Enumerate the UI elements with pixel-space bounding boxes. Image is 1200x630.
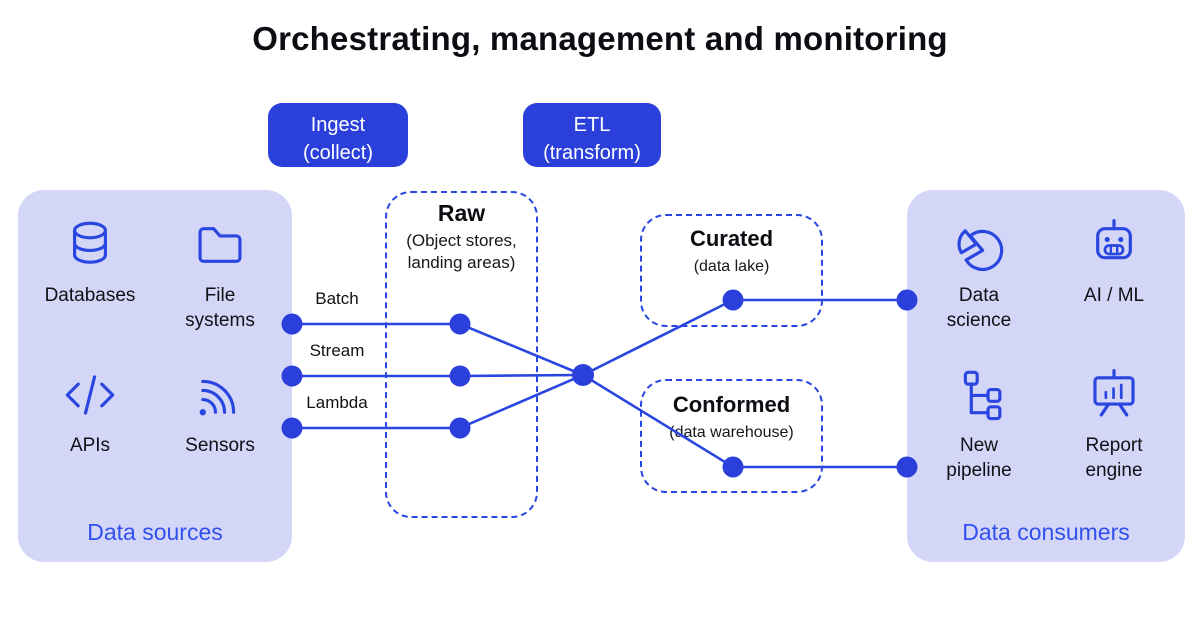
conformed-zone-title: Conformed	[672, 392, 791, 417]
ingest-stage-label-line2: (collect)	[302, 142, 373, 164]
source-label-file-systems: File systems	[185, 285, 255, 332]
consumer-label-report-engine: Report engine	[1085, 435, 1143, 482]
pipeline-icon	[963, 370, 1002, 421]
source-item-apis: APIs	[26, 366, 154, 458]
curated-zone-title: Curated	[689, 226, 774, 251]
etl-stage-label-line2: (transform)	[543, 142, 641, 164]
data-consumers-panel: Data science AI / ML New pipeline	[907, 190, 1185, 562]
code-icon	[65, 375, 115, 415]
source-label-databases: Databases	[44, 285, 136, 306]
page-title: Orchestrating, management and monitoring	[252, 20, 948, 57]
consumer-label-data-science: Data science	[946, 285, 1012, 332]
data-consumers-panel-title: Data consumers	[962, 519, 1130, 545]
consumer-item-data-science: Data science	[913, 216, 1045, 333]
ingest-stage-pill: Ingest (collect)	[268, 103, 408, 167]
data-sources-panel-title: Data sources	[87, 519, 223, 545]
consumer-label-ai-ml: AI / ML	[1083, 285, 1145, 306]
flow-node-merge	[572, 364, 594, 386]
raw-zone-title: Raw	[437, 200, 486, 226]
source-label-sensors: Sensors	[185, 435, 255, 456]
consumer-label-new-pipeline: New pipeline	[946, 435, 1012, 482]
database-icon	[73, 221, 107, 264]
source-item-file-systems: File systems	[156, 216, 284, 333]
consumer-item-report-engine: Report engine	[1049, 366, 1179, 483]
conformed-zone: Conformed (data warehouse)	[640, 379, 823, 493]
raw-zone-subtitle: (Object stores, landing areas)	[406, 231, 517, 273]
pie-chart-icon	[957, 229, 1004, 271]
presentation-icon	[1093, 368, 1135, 417]
source-item-sensors: Sensors	[156, 366, 284, 458]
consumer-item-ai-ml: AI / ML	[1049, 216, 1179, 308]
source-item-databases: Databases	[26, 216, 154, 308]
consumer-item-new-pipeline: New pipeline	[913, 366, 1045, 483]
curated-zone: Curated (data lake)	[640, 214, 823, 327]
flow-label-stream: Stream	[309, 341, 365, 360]
etl-stage-label-line1: ETL	[573, 114, 611, 136]
source-label-apis: APIs	[69, 435, 111, 456]
folder-icon	[198, 227, 242, 263]
flow-label-batch: Batch	[315, 289, 359, 308]
curated-zone-subtitle: (data lake)	[693, 258, 770, 275]
flow-label-lambda: Lambda	[306, 393, 368, 412]
conformed-zone-subtitle: (data warehouse)	[669, 424, 794, 441]
sensor-icon	[199, 379, 236, 416]
ingest-stage-label-line1: Ingest	[310, 114, 366, 136]
raw-zone: Raw (Object stores, landing areas)	[385, 191, 538, 518]
etl-stage-pill: ETL (transform)	[523, 103, 661, 167]
data-sources-panel: Databases File systems APIs Sensors	[18, 190, 292, 562]
robot-icon	[1096, 218, 1132, 260]
